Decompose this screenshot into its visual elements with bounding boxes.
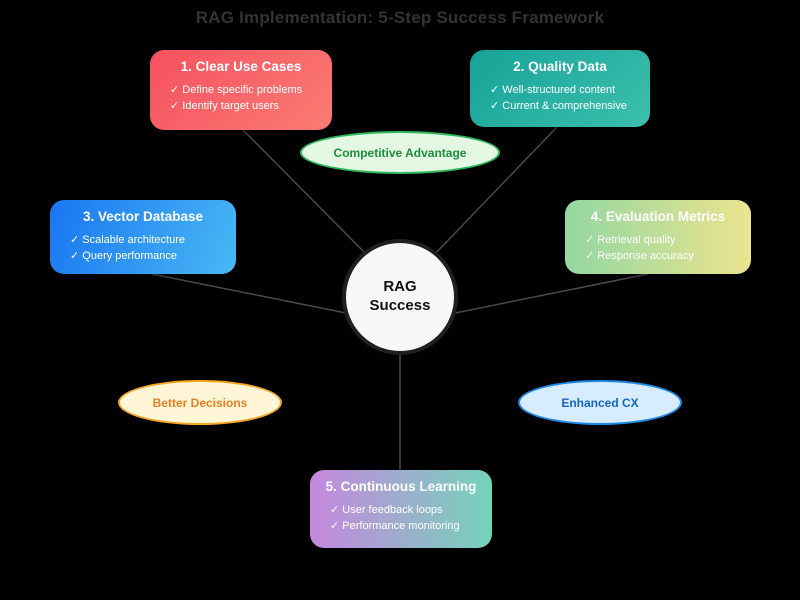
benefit-label: Competitive Advantage (333, 145, 467, 160)
step-checklist-item: ✓ Retrieval quality (585, 233, 676, 246)
step-title: 5. Continuous Learning (325, 479, 477, 494)
step-checklist-item: ✓ Query performance (70, 249, 178, 262)
step-box-clear-use-cases: 1. Clear Use Cases ✓ Define specific pro… (150, 50, 332, 130)
step-title: 4. Evaluation Metrics (590, 209, 726, 224)
benefit-ellipse-enhanced-cx: Enhanced CX (518, 380, 682, 425)
step-checklist-item: ✓ Response accuracy (585, 249, 694, 262)
step-checklist-item: ✓ User feedback loops (330, 503, 443, 516)
center-node-label-line2: Success (369, 297, 431, 314)
center-node-label-line1: RAG (383, 278, 417, 296)
step-checklist-item: ✓ Current & comprehensive (490, 99, 627, 112)
step-title: 3. Vector Database (82, 209, 204, 224)
step-checklist-item: ✓ Scalable architecture (70, 233, 185, 246)
step-title: 2. Quality Data (513, 59, 607, 74)
connector-line (431, 126, 558, 258)
connector-line (454, 273, 649, 314)
step-checklist-item: ✓ Well-structured content (490, 83, 616, 96)
step-checklist-item: ✓ Performance monitoring (330, 519, 460, 532)
step-box-vector-database: 3. Vector Database ✓ Scalable architectu… (50, 200, 236, 274)
benefit-ellipse-competitive-advantage: Competitive Advantage (300, 131, 500, 174)
step-title: 1. Clear Use Cases (180, 59, 302, 74)
connector-line (242, 129, 372, 260)
connector-line (151, 273, 347, 314)
step-checklist-item: ✓ Identify target users (170, 99, 279, 112)
step-box-evaluation-metrics: 4. Evaluation Metrics ✓ Retrieval qualit… (565, 200, 751, 274)
benefit-label: Better Decisions (152, 395, 248, 410)
benefit-ellipse-better-decisions: Better Decisions (118, 380, 282, 425)
benefit-label: Enhanced CX (561, 395, 639, 410)
step-box-quality-data: 2. Quality Data ✓ Well-structured conten… (470, 50, 650, 127)
center-node-rag-success: RAG Success (342, 239, 458, 355)
step-checklist-item: ✓ Define specific problems (170, 83, 303, 96)
step-box-continuous-learning: 5. Continuous Learning ✓ User feedback l… (310, 470, 492, 548)
diagram-title: RAG Implementation: 5-Step Success Frame… (195, 8, 605, 27)
